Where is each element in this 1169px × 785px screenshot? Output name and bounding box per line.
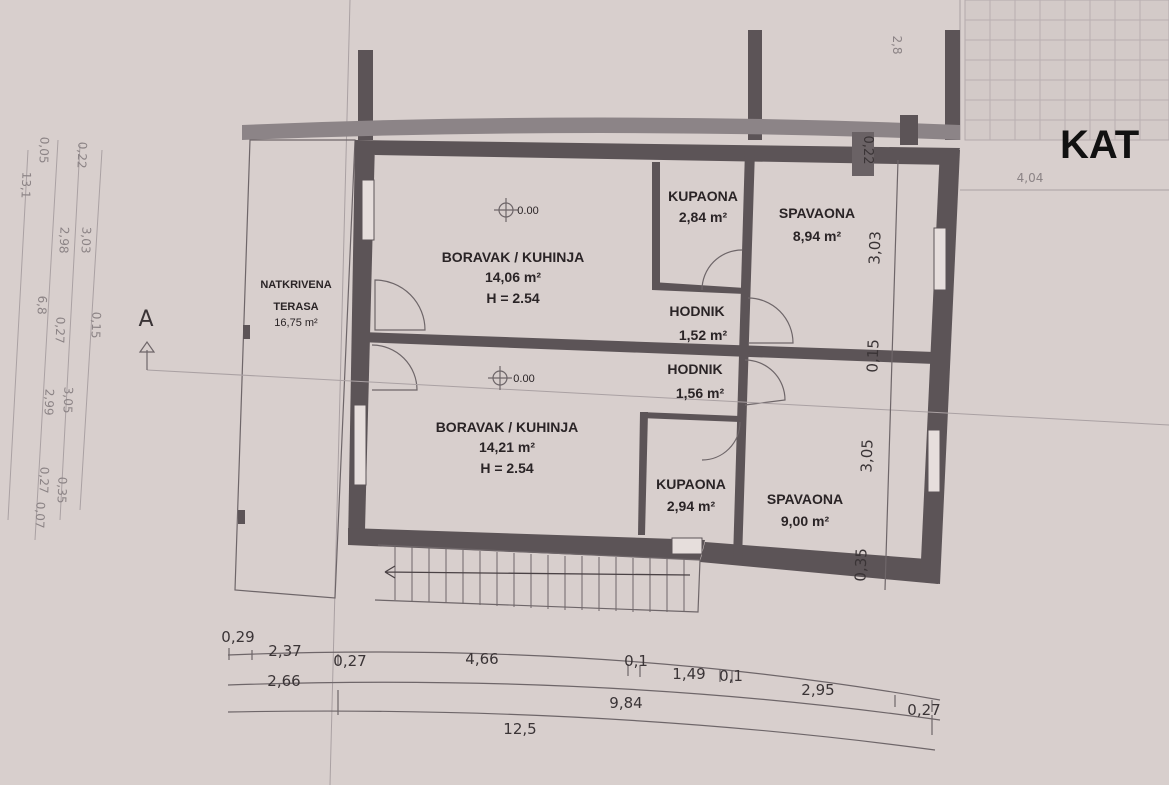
door-swings [371, 249, 794, 461]
level: 0.00 [517, 205, 538, 217]
column [900, 115, 918, 145]
wall-bath [652, 282, 745, 294]
dim-label: 0,27 [907, 701, 940, 719]
room-name: HODNIK [667, 361, 722, 377]
wall [358, 50, 373, 140]
room-area: 16,75 m² [274, 317, 318, 329]
dim-label: 3,03 [865, 231, 884, 265]
dimension-bottom: 0,29 2,37 0,27 4,66 0,1 1,49 0,1 2,95 0,… [221, 628, 941, 751]
wall-bottom [348, 528, 705, 560]
room-hodnik-bottom: HODNIK 1,56 m² [667, 361, 724, 401]
room-boravak-top: 0.00 BORAVAK / KUHINJA 14,06 m² H = 2.54 [442, 198, 585, 306]
room-spavaona-bottom: SPAVAONA 9,00 m² [767, 491, 843, 529]
wall-middle [358, 332, 935, 364]
room-spavaona-top: SPAVAONA 8,94 m² [779, 205, 855, 244]
section-line [138, 340, 1169, 426]
svg-text:0,35: 0,35 [55, 477, 70, 504]
room-area: 2,84 m² [679, 209, 728, 225]
svg-text:2,98: 2,98 [57, 227, 72, 254]
room-name: SPAVAONA [779, 205, 855, 221]
balcony-beam [242, 117, 960, 140]
section-marker: A [138, 307, 153, 332]
room-kupaona-top: KUPAONA 2,84 m² [668, 188, 738, 225]
svg-text:6,8: 6,8 [35, 295, 50, 315]
dim-label: 0,35 [851, 548, 870, 582]
room-area: 1,52 m² [679, 327, 728, 343]
svg-text:3,03: 3,03 [79, 227, 94, 254]
dim-label: 0,29 [221, 628, 254, 646]
dim-label: 3,05 [857, 439, 876, 473]
svg-text:3,05: 3,05 [61, 387, 76, 414]
room-area: 8,94 m² [793, 228, 842, 244]
dim-label: 0,1 [624, 652, 648, 670]
dim-label: 2,37 [268, 642, 301, 660]
room-name: BORAVAK / KUHINJA [442, 249, 585, 265]
room-height: H = 2.54 [480, 460, 534, 476]
dim-label: 1,49 [672, 665, 705, 683]
wall-bath [638, 412, 648, 535]
chimney [852, 132, 874, 176]
room-area: 9,00 m² [781, 513, 830, 529]
room-area: 1,56 m² [676, 385, 725, 401]
room-terasa: NATKRIVENA TERASA 16,75 m² [260, 279, 331, 329]
dim-label: 4,66 [465, 650, 498, 668]
wall-partition [733, 150, 755, 560]
wall [748, 30, 762, 140]
dim-top-faint: 4,04 [1017, 171, 1044, 185]
wall-bottom-right [700, 542, 940, 584]
room-area: 14,21 m² [479, 439, 535, 455]
svg-text:13,1: 13,1 [19, 172, 34, 199]
room-name: NATKRIVENA [260, 279, 331, 291]
svg-text:2,99: 2,99 [42, 389, 57, 416]
svg-text:0,15: 0,15 [89, 312, 104, 339]
wall-bath [640, 412, 740, 422]
staircase [374, 544, 701, 613]
dim-label: 0,22 [860, 136, 875, 165]
dim-label: 2,95 [801, 681, 834, 699]
room-area: 2,94 m² [667, 498, 716, 514]
level: 0.00 [513, 373, 534, 385]
dim-label: 12,5 [503, 720, 536, 738]
room-name: KUPAONA [668, 188, 738, 204]
svg-text:0,05: 0,05 [37, 137, 52, 164]
room-name: SPAVAONA [767, 491, 843, 507]
room-height: H = 2.54 [486, 290, 540, 306]
dimension-left: 13,1 0,05 6,8 0,27 0,07 0,22 2,98 2,99 0… [7, 137, 104, 541]
room-area: 14,06 m² [485, 269, 541, 285]
wall [945, 30, 960, 140]
room-hodnik-top: HODNIK 1,52 m² [669, 303, 727, 343]
dim-label: 0,27 [333, 652, 366, 670]
dim-label: 9,84 [609, 694, 642, 712]
wall-top [355, 140, 960, 165]
room-boravak-bottom: 0.00 BORAVAK / KUHINJA 14,21 m² H = 2.54 [436, 366, 579, 476]
dimension-right: 0,22 3,03 0,15 3,05 0,35 [851, 136, 899, 591]
svg-text:0,27: 0,27 [37, 467, 52, 494]
dim-top-faint: 2,8 [890, 35, 904, 54]
svg-text:0,22: 0,22 [75, 142, 90, 169]
room-name: BORAVAK / KUHINJA [436, 419, 579, 435]
room-kupaona-bottom: KUPAONA 2,94 m² [656, 476, 726, 514]
column [243, 325, 250, 339]
svg-text:0,27: 0,27 [53, 317, 68, 344]
floor-title: KAT [1060, 123, 1139, 167]
windows [353, 179, 947, 555]
dim-label: 0,15 [863, 339, 882, 373]
terrace-outline [234, 139, 356, 599]
dim-label: 0,1 [719, 667, 743, 685]
room-name: TERASA [273, 301, 318, 313]
column [238, 510, 245, 524]
wall-right [920, 148, 960, 584]
dim-label: 2,66 [267, 672, 300, 690]
room-name: KUPAONA [656, 476, 726, 492]
svg-text:0,07: 0,07 [33, 502, 48, 529]
room-name: HODNIK [669, 303, 724, 319]
wall-bath [652, 162, 660, 288]
tiled-paving [964, 0, 1169, 141]
